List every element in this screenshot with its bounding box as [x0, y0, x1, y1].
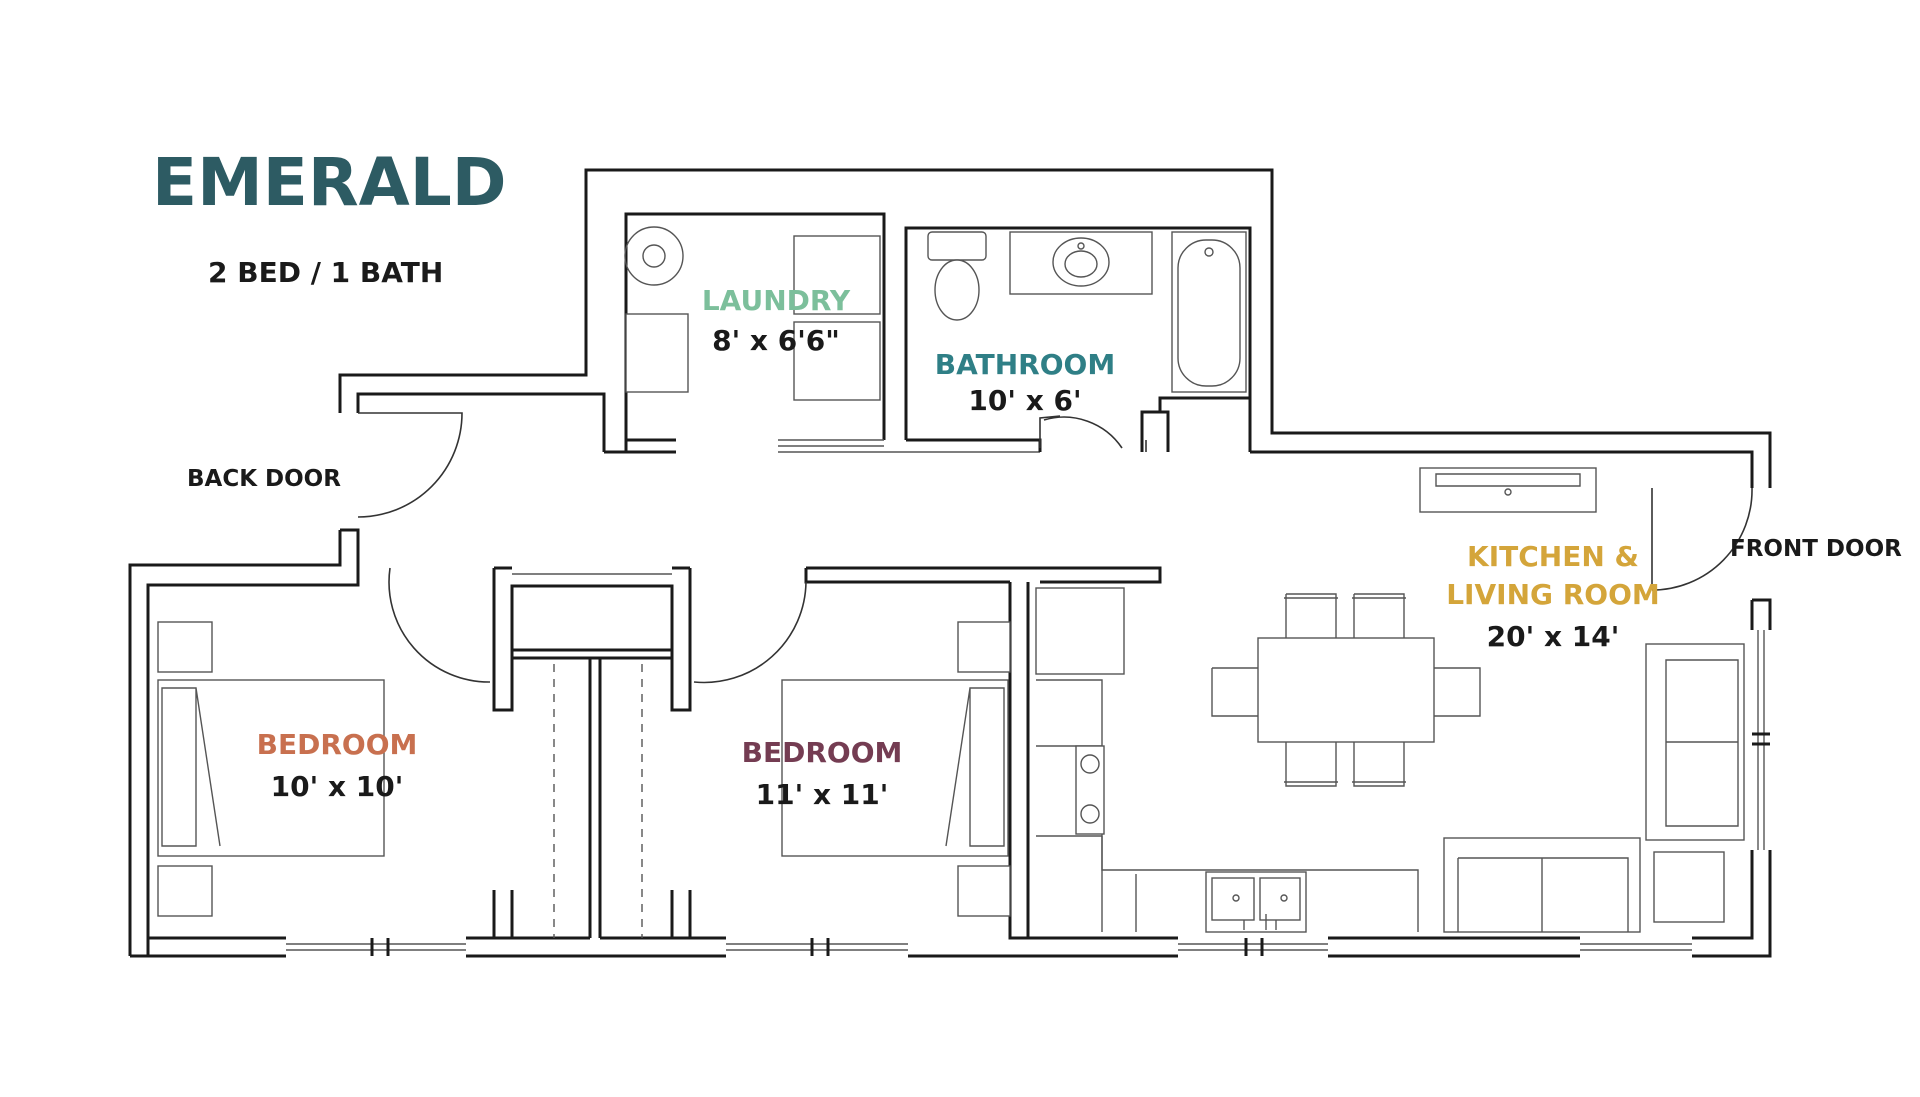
- room-size-kitchen: 20' x 14': [1487, 620, 1620, 653]
- door-swings: [357, 412, 1753, 684]
- outer-walls: [128, 168, 1772, 958]
- plan-layout: 2 BED / 1 BATH: [208, 256, 443, 289]
- room-label-kitchen: KITCHEN & LIVING ROOM 20' x 14': [1446, 540, 1660, 653]
- room-name-bedroom-1: BEDROOM: [257, 728, 418, 761]
- back-door-label: BACK DOOR: [187, 466, 341, 492]
- room-label-bedroom-1: BEDROOM 10' x 10': [257, 728, 418, 803]
- bathroom-fixtures: [927, 231, 1247, 393]
- closet-doors: [553, 664, 643, 938]
- front-door-label: FRONT DOOR: [1730, 536, 1902, 562]
- room-size-bedroom-1: 10' x 10': [271, 770, 404, 803]
- bedroom-2-fixtures: [781, 621, 1011, 917]
- room-name-bedroom-2: BEDROOM: [742, 736, 903, 769]
- room-label-laundry: LAUNDRY 8' x 6'6": [702, 284, 851, 357]
- room-label-bedroom-2: BEDROOM 11' x 11': [742, 736, 903, 811]
- room-label-bathroom: BATHROOM 10' x 6': [935, 348, 1115, 417]
- room-size-laundry: 8' x 6'6": [712, 324, 840, 357]
- laundry-fixtures: [624, 226, 881, 401]
- room-name-kitchen-1: KITCHEN &: [1467, 540, 1639, 573]
- kitchen-fixtures: [1035, 587, 1419, 933]
- room-name-kitchen-2: LIVING ROOM: [1446, 578, 1660, 611]
- room-size-bathroom: 10' x 6': [968, 384, 1081, 417]
- room-size-bedroom-2: 11' x 11': [756, 778, 889, 811]
- bedroom-1-fixtures: [157, 621, 385, 917]
- plan-title: EMERALD: [152, 144, 507, 221]
- room-name-bathroom: BATHROOM: [935, 348, 1115, 381]
- room-name-laundry: LAUNDRY: [702, 284, 851, 317]
- living-furniture: [1419, 467, 1745, 933]
- dining-table: [1211, 593, 1481, 787]
